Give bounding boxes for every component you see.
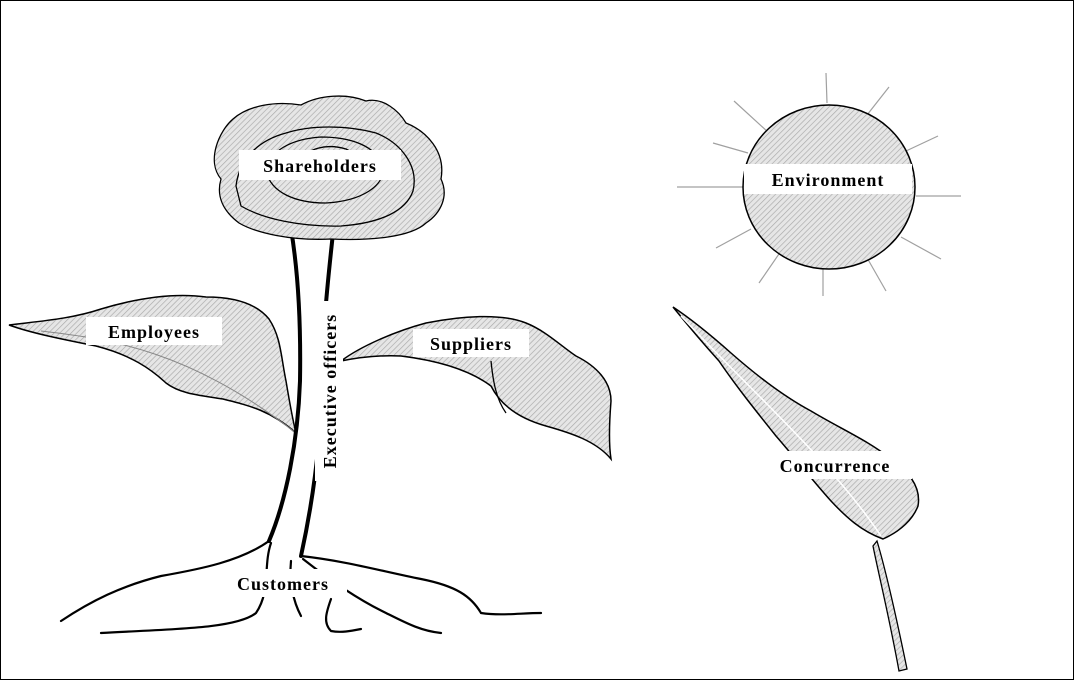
label-executive-officers: Executive officers bbox=[320, 314, 340, 468]
label-environment: Environment bbox=[772, 170, 885, 190]
employees-leaf bbox=[9, 296, 296, 434]
label-concurrence: Concurrence bbox=[780, 456, 891, 476]
concurrence-leaf bbox=[673, 307, 919, 539]
label-shareholders: Shareholders bbox=[263, 156, 377, 176]
label-suppliers: Suppliers bbox=[430, 334, 512, 354]
label-customers: Customers bbox=[237, 574, 329, 594]
label-employees: Employees bbox=[108, 322, 200, 342]
